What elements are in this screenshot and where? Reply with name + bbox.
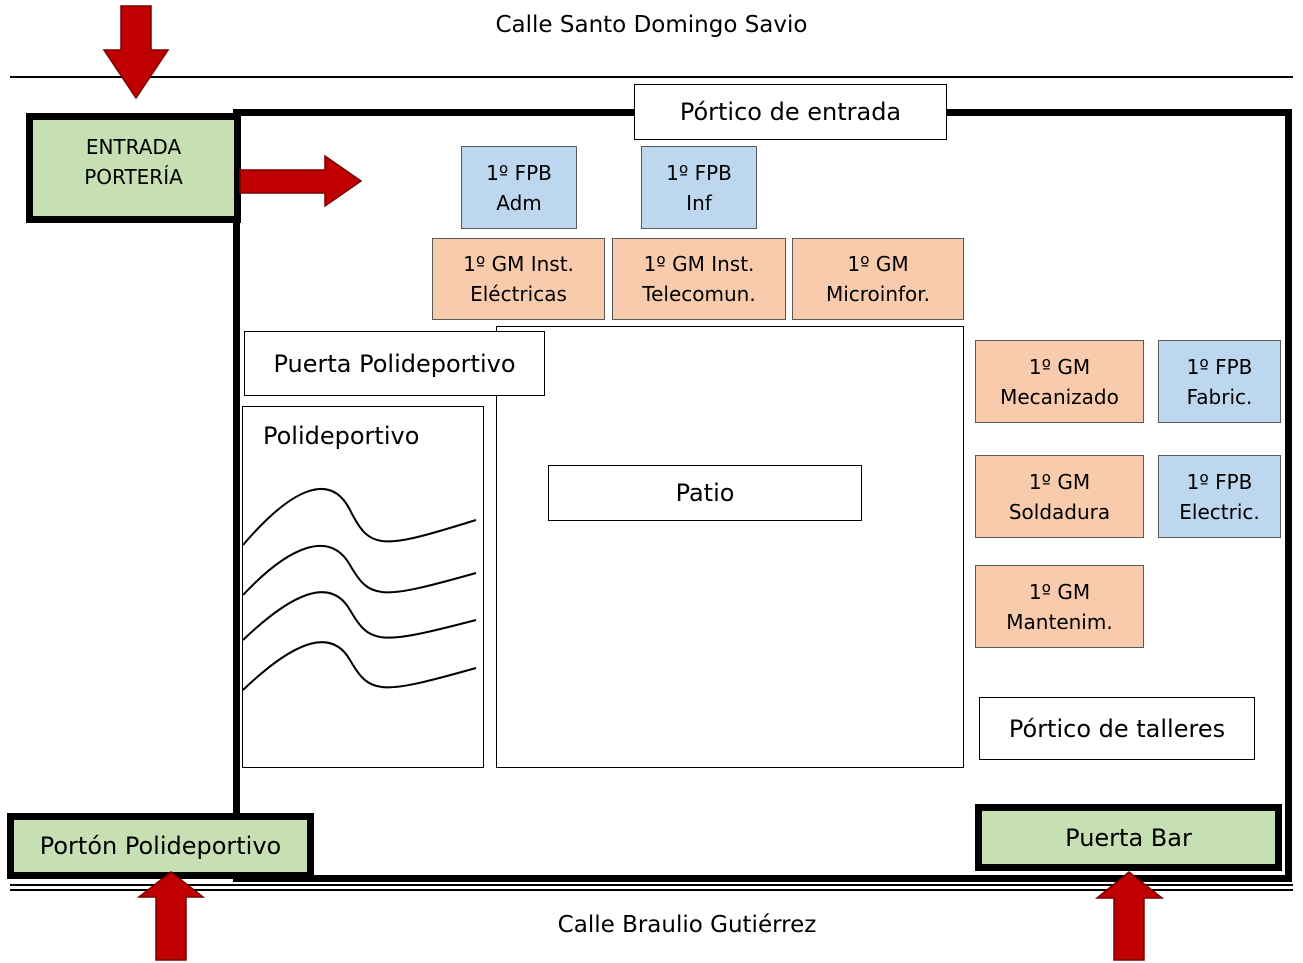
porton-polideportivo-gate: Portón Polideportivo: [7, 813, 314, 879]
room-fpb-adm-line-2: Adm: [496, 190, 542, 215]
puerta-polideportivo-label: Puerta Polideportivo: [244, 331, 545, 396]
street-top-line: [10, 76, 1293, 78]
room-gm-telecom-line-2: Telecomun.: [642, 282, 756, 306]
street-bottom-line-1: [10, 884, 1293, 886]
room-gm-soldadura: 1º GM Soldadura: [975, 455, 1144, 538]
portico-talleres-label: Pórtico de talleres: [979, 697, 1255, 760]
room-gm-microinfor: 1º GM Microinfor.: [792, 238, 964, 320]
entrada-porteria-gate: ENTRADA PORTERÍA: [26, 113, 241, 223]
room-gm-soldadura-line-1: 1º GM: [1028, 469, 1091, 494]
room-gm-mecanizado-line-1: 1º GM: [1028, 354, 1091, 379]
room-fpb-adm-line-1: 1º FPB: [486, 160, 552, 185]
room-fpb-fabric-line-1: 1º FPB: [1186, 354, 1253, 379]
room-fpb-inf-line-2: Inf: [686, 190, 712, 215]
patio-area: [496, 326, 964, 768]
room-gm-mantenim-line-2: Mantenim.: [1006, 609, 1113, 634]
room-gm-microinfor-line-1: 1º GM: [847, 252, 909, 276]
room-gm-telecom-line-1: 1º GM Inst.: [643, 252, 755, 276]
polideportivo-area: [242, 406, 484, 768]
room-fpb-fabric-line-2: Fabric.: [1186, 384, 1253, 409]
portico-entrada-label: Pórtico de entrada: [634, 84, 947, 140]
puerta-bar-gate: Puerta Bar: [975, 804, 1282, 871]
room-gm-mecanizado-line-2: Mecanizado: [1000, 384, 1119, 409]
entrada-porteria-line-1: ENTRADA: [85, 135, 182, 159]
street-bottom-label: Calle Braulio Gutiérrez: [557, 912, 817, 938]
polideportivo-label: Polideportivo: [263, 422, 420, 450]
street-bottom-line-2: [10, 889, 1293, 891]
room-gm-electricas: 1º GM Inst. Eléctricas: [432, 238, 605, 320]
street-top-label: Calle Santo Domingo Savio: [495, 12, 808, 38]
room-fpb-electric-line-2: Electric.: [1179, 499, 1260, 524]
room-gm-electricas-line-2: Eléctricas: [470, 282, 567, 306]
room-fpb-inf-line-1: 1º FPB: [666, 160, 732, 185]
room-fpb-electric: 1º FPB Electric.: [1158, 455, 1281, 538]
room-gm-soldadura-line-2: Soldadura: [1008, 499, 1111, 524]
room-gm-microinfor-line-2: Microinfor.: [825, 282, 931, 306]
room-fpb-fabric: 1º FPB Fabric.: [1158, 340, 1281, 423]
room-gm-mantenim-line-1: 1º GM: [1028, 579, 1091, 604]
room-gm-electricas-line-1: 1º GM Inst.: [463, 252, 574, 276]
room-fpb-electric-line-1: 1º FPB: [1186, 469, 1253, 494]
entrada-porteria-line-2: PORTERÍA: [84, 165, 183, 189]
patio-label: Patio: [548, 465, 862, 521]
room-fpb-adm: 1º FPB Adm: [461, 146, 577, 229]
room-fpb-inf: 1º FPB Inf: [641, 146, 757, 229]
room-gm-telecom: 1º GM Inst. Telecomun.: [612, 238, 786, 320]
room-gm-mantenim: 1º GM Mantenim.: [975, 565, 1144, 648]
room-gm-mecanizado: 1º GM Mecanizado: [975, 340, 1144, 423]
